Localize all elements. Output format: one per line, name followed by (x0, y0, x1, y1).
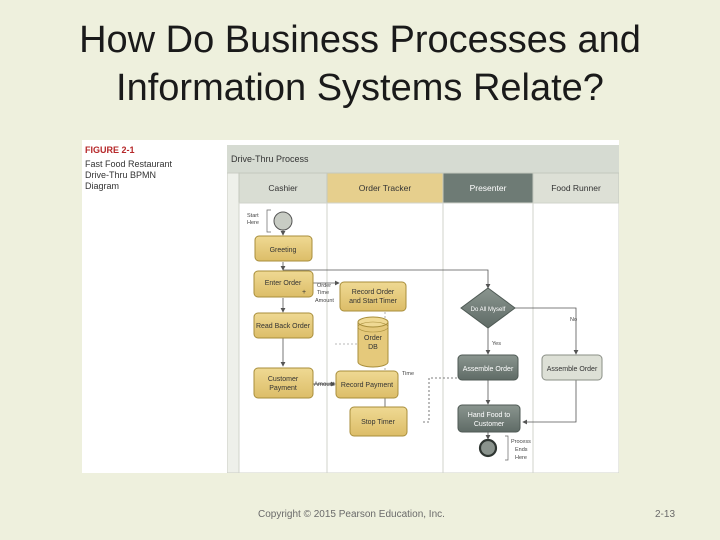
activity-assemble-order-runner (541, 354, 603, 381)
end-annotation-bracket (505, 435, 509, 461)
activity-hand-food-label-1: Hand Food to (468, 412, 511, 419)
activity-customer-payment-label-2: Payment (269, 385, 297, 392)
slide-title: How Do Business Processes and Informatio… (0, 16, 720, 112)
start-label-1: Start (247, 213, 259, 219)
activity-record-payment-label: Record Payment (341, 382, 393, 389)
activity-stop-timer-label: Stop Timer (361, 419, 396, 426)
figure-caption: FIGURE 2-1 Fast Food Restaurant Drive-Th… (82, 140, 227, 473)
lane-label-food-runner: Food Runner (551, 183, 601, 193)
activity-stop-timer (349, 406, 408, 437)
figure-panel: FIGURE 2-1 Fast Food Restaurant Drive-Th… (82, 140, 619, 473)
activity-enter-order (253, 270, 314, 298)
annotation-end-2: Ends (515, 447, 528, 453)
annotation-order-2: Time (317, 290, 329, 296)
datastore-order-db (357, 316, 389, 368)
annotation-time: Time (402, 371, 414, 377)
data-associations (335, 312, 386, 372)
pool-title: Drive-Thru Process (231, 154, 309, 164)
activity-customer-payment-label-1: Customer (268, 376, 299, 383)
footer-page-number: 2-13 (655, 509, 676, 520)
datastore-label-2: DB (368, 344, 378, 351)
flow-runner-hand (522, 380, 577, 425)
lane-header-food-runner (532, 172, 619, 204)
gateway-label: Do All Myself (471, 307, 506, 313)
pool-side-strip (227, 172, 240, 473)
annotation-order-3: Amount (315, 298, 334, 304)
annotation-amount: Amount (314, 382, 335, 388)
activity-enter-order-label: Enter Order (265, 280, 302, 287)
figure-number: FIGURE 2-1 (85, 145, 135, 155)
datastore-label-1: Order (364, 335, 383, 342)
flow-enter-gateway (283, 269, 491, 289)
sequence-flows (280, 230, 579, 440)
activity-customer-payment (253, 367, 314, 399)
start-label-2: Here (247, 220, 259, 226)
annotation-end-3: Here (515, 455, 527, 461)
end-event (478, 438, 498, 458)
activity-hand-food-label-2: Customer (474, 421, 505, 428)
lane-label-cashier: Cashier (268, 183, 297, 193)
activity-greeting-label: Greeting (270, 247, 297, 254)
lane-label-order-tracker: Order Tracker (359, 183, 412, 193)
gateway-do-all-myself (460, 287, 516, 329)
start-event (273, 211, 293, 231)
activity-greeting (254, 235, 313, 262)
slide-title-line1: How Do Business Processes and (79, 19, 641, 61)
activity-record-order-label-1: Record Order (352, 289, 395, 296)
activity-assemble-order-presenter-label: Assemble Order (463, 366, 514, 373)
activity-read-back-order (253, 312, 314, 339)
pool-header (227, 145, 619, 173)
lane-header-order-tracker (326, 172, 444, 204)
activity-assemble-order-presenter (457, 354, 519, 381)
flow-gateway-runner (515, 307, 579, 355)
annotation-yes: Yes (492, 341, 501, 347)
lane-header-presenter (442, 172, 534, 204)
figure-description: Fast Food Restaurant Drive-Thru BPMN Dia… (85, 159, 173, 191)
annotation-order-1: Order (317, 283, 331, 289)
start-annotation-bracket (266, 209, 271, 233)
slide-title-line2: Information Systems Relate? (116, 67, 604, 109)
footer-copyright: Copyright © 2015 Pearson Education, Inc. (258, 509, 445, 520)
subprocess-marker: + (302, 289, 306, 296)
activity-record-payment (335, 370, 399, 399)
activity-hand-food (457, 404, 521, 433)
association-time (423, 377, 457, 423)
activity-assemble-order-runner-label: Assemble Order (547, 366, 598, 373)
activity-record-order (339, 281, 407, 312)
lane-label-presenter: Presenter (470, 183, 507, 193)
activity-read-back-order-label: Read Back Order (256, 323, 311, 330)
activity-record-order-label-2: and Start Timer (349, 298, 398, 305)
bpmn-diagram: Drive-Thru Process Cashier Order Tracker… (227, 145, 619, 473)
annotation-end-1: Process (511, 439, 531, 445)
lane-header-cashier (238, 172, 328, 204)
annotation-no: No (570, 317, 577, 323)
